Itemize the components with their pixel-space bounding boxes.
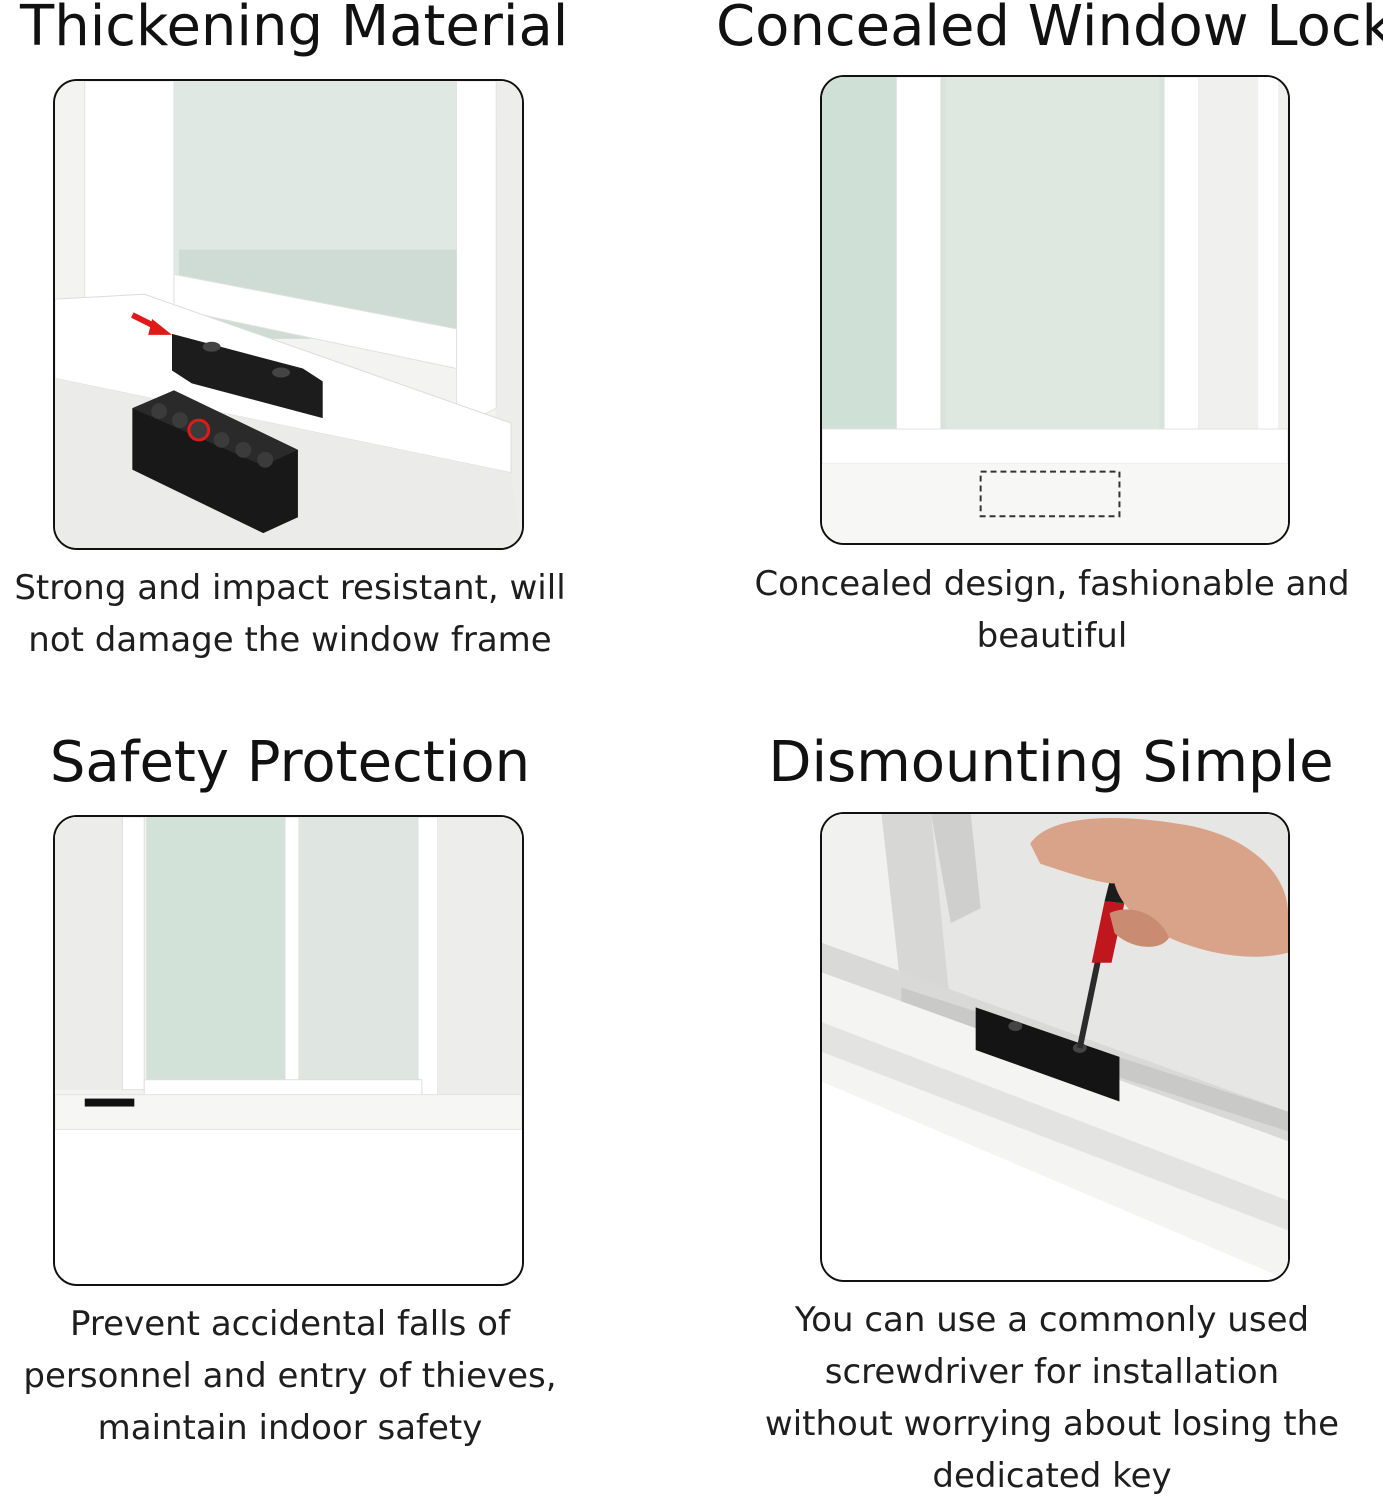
feature-title-thickening: Thickening Material <box>20 0 569 59</box>
caption-line: Strong and impact resistant, will <box>14 568 566 608</box>
thickening-material-image <box>53 79 524 550</box>
caption-line: Prevent accidental falls of <box>70 1304 510 1344</box>
caption-line: screwdriver for installation <box>824 1352 1280 1392</box>
safety-protection-image <box>53 815 524 1286</box>
caption-line: beautiful <box>976 616 1128 656</box>
concealed-lock-window-illustration <box>822 77 1288 543</box>
caption-line: You can use a commonly used <box>794 1300 1310 1340</box>
caption-line: without worrying about losing the <box>764 1404 1340 1444</box>
concealed-window-lock-image <box>820 75 1290 545</box>
feature-caption-thickening: Strong and impact resistant, will not da… <box>0 562 580 666</box>
caption-line: Concealed design, fashionable and <box>754 564 1350 604</box>
caption-line: maintain indoor safety <box>97 1408 483 1448</box>
feature-caption-concealed: Concealed design, fashionable and beauti… <box>720 558 1383 662</box>
screwdriver-installation-illustration <box>822 814 1288 1280</box>
caption-line: personnel and entry of thieves, <box>23 1356 557 1396</box>
feature-title-safety: Safety Protection <box>49 730 531 795</box>
safety-window-illustration <box>55 817 522 1284</box>
feature-caption-safety: Prevent accidental falls of personnel an… <box>0 1298 580 1454</box>
window-frame-with-lock-illustration <box>55 81 522 548</box>
caption-line: dedicated key <box>932 1456 1172 1496</box>
feature-title-dismounting: Dismounting Simple <box>768 730 1334 795</box>
dismounting-simple-image <box>820 812 1290 1282</box>
feature-caption-dismounting: You can use a commonly used screwdriver … <box>730 1294 1374 1500</box>
feature-title-concealed: Concealed Window Lock <box>716 0 1383 59</box>
caption-line: not damage the window frame <box>28 620 552 660</box>
